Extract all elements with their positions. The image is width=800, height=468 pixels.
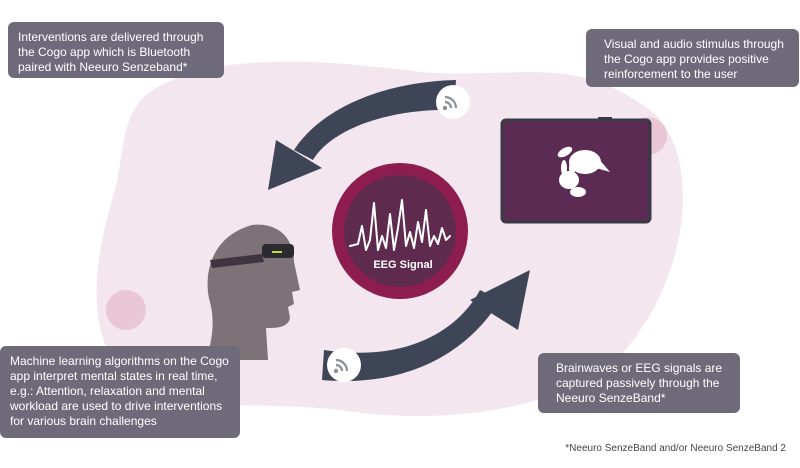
- eeg-ring: [332, 163, 468, 299]
- wireless-signal-icon: [442, 95, 458, 111]
- bunny-bird-icon: [557, 146, 610, 197]
- callout-interventions: Interventions are delivered through the …: [8, 22, 224, 78]
- headband-icon: [210, 244, 294, 268]
- eeg-signal-label: EEG Signal: [373, 259, 433, 271]
- callout-stimulus: Visual and audio stimulus through the Co…: [586, 29, 799, 87]
- decorative-dot-left: [106, 290, 146, 330]
- footnote: *Neeuro SenzeBand and/or Neeuro SenzeBan…: [565, 443, 786, 454]
- callout-brainwaves: Brainwaves or EEG signals are captured p…: [538, 353, 740, 413]
- callout-machine-learning: Machine learning algorithms on the Cogo …: [0, 346, 240, 438]
- eeg-waveform-icon: [349, 199, 451, 251]
- wireless-signal-icon: [333, 358, 349, 374]
